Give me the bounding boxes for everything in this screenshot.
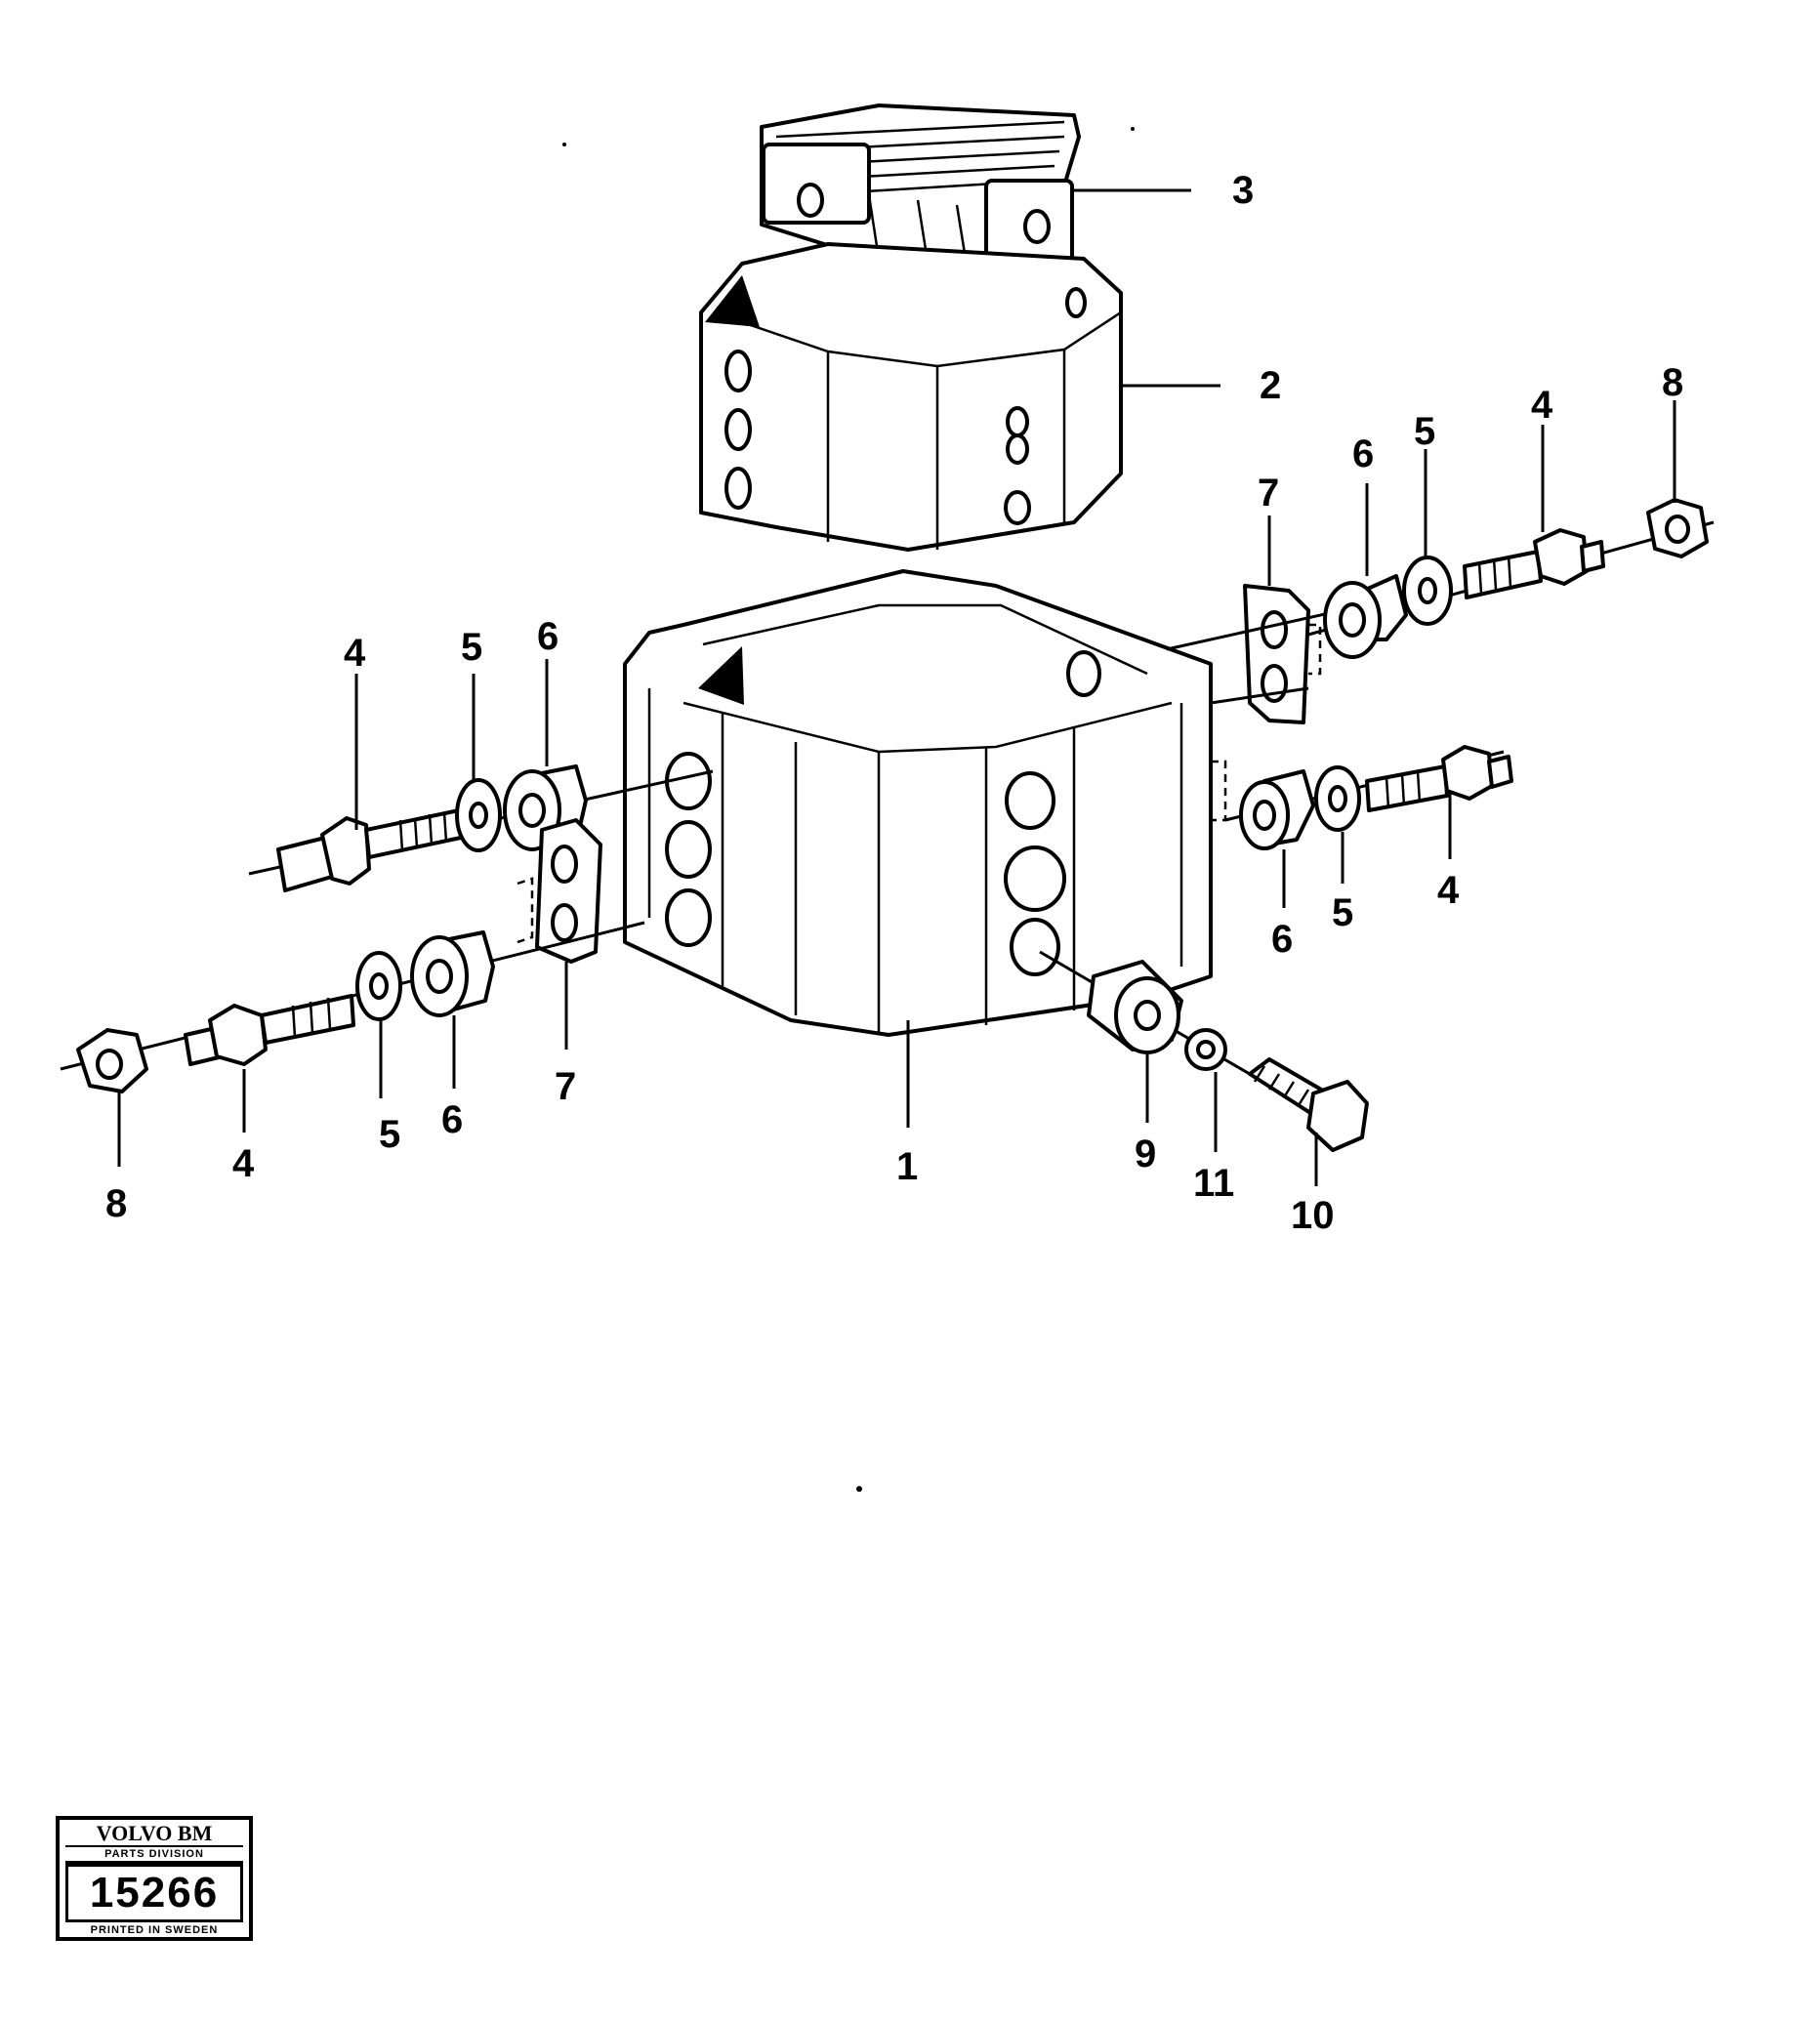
- leader-lines: [117, 188, 1676, 1186]
- callout-4-right-lower: 4: [1437, 869, 1460, 912]
- callout-6-right-upper: 6: [1352, 433, 1374, 475]
- stamp-number: 15266: [65, 1864, 243, 1922]
- callout-6-left-upper: 6: [537, 615, 558, 658]
- callout-7-left: 7: [555, 1065, 576, 1108]
- bottom-right-fastener-set: [1039, 950, 1369, 1152]
- volvo-bm-parts-stamp: VOLVO BM PARTS DIVISION 15266 PRINTED IN…: [56, 1816, 253, 1941]
- callout-5-left-upper: 5: [461, 626, 482, 669]
- speck: [562, 143, 566, 146]
- callout-4-right-upper: 4: [1531, 384, 1553, 427]
- callout-8-left: 8: [105, 1182, 127, 1225]
- callout-1: 1: [896, 1145, 918, 1188]
- stamp-printed: PRINTED IN SWEDEN: [90, 1924, 219, 1936]
- part-2-housing: [699, 242, 1123, 552]
- callout-5-left-lower: 5: [379, 1113, 400, 1156]
- left-part-7-plate: [517, 818, 602, 964]
- callout-5-right-lower: 5: [1332, 891, 1353, 934]
- callout-11: 11: [1193, 1162, 1234, 1205]
- stamp-division: PARTS DIVISION: [65, 1847, 243, 1864]
- callout-4-left-upper: 4: [344, 632, 366, 675]
- callouts: 3 2 1 4 5 6 7 4 5 6 8 7 6 5 4 8 6 5 4 9 …: [105, 169, 1683, 1237]
- callout-10: 10: [1291, 1194, 1335, 1237]
- speck: [1131, 127, 1135, 131]
- part-1-body: [623, 569, 1213, 1037]
- callout-2: 2: [1260, 364, 1281, 407]
- part-3-heatsink: [760, 103, 1081, 267]
- callout-9: 9: [1135, 1133, 1156, 1175]
- speck: [856, 1486, 862, 1492]
- stamp-brand: VOLVO BM: [65, 1822, 243, 1847]
- right-upper-fastener-set: [1307, 498, 1715, 659]
- callout-5-right-upper: 5: [1414, 410, 1435, 453]
- left-lower-fastener-set: [60, 921, 645, 1093]
- callout-6-right-lower: 6: [1271, 918, 1293, 961]
- callout-4-left-lower: 4: [232, 1142, 255, 1185]
- right-lower-fastener-set: [1211, 745, 1513, 850]
- callout-3: 3: [1232, 169, 1254, 212]
- callout-7-right: 7: [1258, 472, 1279, 515]
- callout-8-right: 8: [1662, 361, 1683, 404]
- callout-6-left-lower: 6: [441, 1098, 463, 1141]
